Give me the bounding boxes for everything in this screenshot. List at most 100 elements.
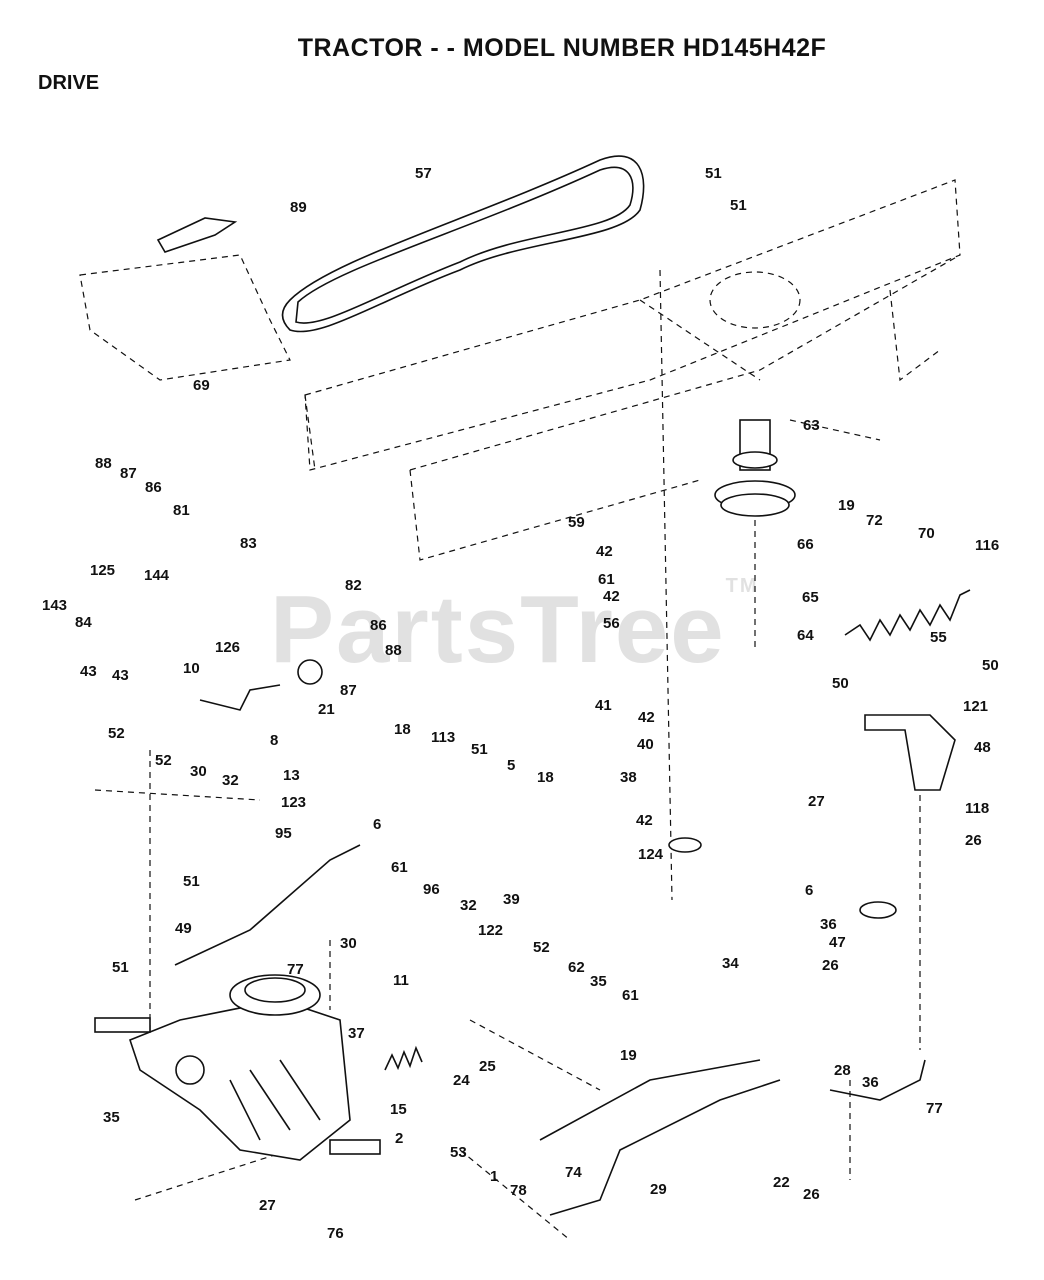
callout-25: 25 [479, 1058, 496, 1075]
callout-122: 122 [478, 922, 503, 939]
callout-24: 24 [453, 1072, 470, 1089]
callout-42: 42 [603, 588, 620, 605]
callout-88: 88 [385, 642, 402, 659]
callout-121: 121 [963, 698, 988, 715]
lever-knob-21 [297, 659, 323, 685]
callout-116: 116 [975, 537, 999, 554]
callout-37: 37 [348, 1025, 365, 1042]
callout-51: 51 [471, 741, 488, 758]
engine-pulley [714, 419, 796, 517]
callout-35: 35 [590, 973, 607, 990]
callout-51: 51 [705, 165, 722, 182]
callout-8: 8 [270, 732, 278, 749]
callout-32: 32 [222, 772, 239, 789]
callout-47: 47 [829, 934, 846, 951]
callout-83: 83 [240, 535, 257, 552]
callout-43: 43 [112, 667, 129, 684]
callout-52: 52 [155, 752, 172, 769]
callout-15: 15 [390, 1101, 407, 1118]
callout-18: 18 [537, 769, 554, 786]
callout-26: 26 [965, 832, 982, 849]
callout-10: 10 [183, 660, 200, 677]
callout-86: 86 [370, 617, 387, 634]
lift-lever-8 [199, 684, 281, 711]
callout-124: 124 [638, 846, 664, 863]
callout-1: 1 [490, 1168, 498, 1185]
callout-19: 19 [620, 1047, 637, 1064]
brake-rod-95 [174, 844, 361, 966]
rod-22 [549, 1079, 781, 1216]
watermark-tm: TM [725, 575, 759, 597]
callout-41: 41 [595, 697, 612, 714]
callout-63: 63 [803, 417, 820, 434]
callout-27: 27 [259, 1197, 276, 1214]
frame-rails [79, 179, 961, 1241]
callout-87: 87 [120, 465, 137, 482]
callout-21: 21 [318, 701, 335, 718]
spring-25 [384, 1045, 423, 1071]
callout-88: 88 [95, 455, 112, 472]
callout-26: 26 [822, 957, 839, 974]
watermark-text: PartsTree [270, 576, 726, 683]
callout-56: 56 [603, 615, 620, 632]
callout-89: 89 [290, 199, 307, 216]
callout-51: 51 [112, 959, 129, 976]
callout-144: 144 [144, 567, 170, 584]
rod-53 [829, 1059, 926, 1101]
callout-62: 62 [568, 959, 585, 976]
callout-50: 50 [982, 657, 999, 674]
callout-57: 57 [415, 165, 432, 182]
callout-18: 18 [394, 721, 411, 738]
callout-52: 52 [108, 725, 125, 742]
callout-81: 81 [173, 502, 190, 519]
section-label: DRIVE [38, 72, 100, 94]
callout-13: 13 [283, 767, 300, 784]
callout-82: 82 [345, 577, 362, 594]
callout-38: 38 [620, 769, 637, 786]
callout-26: 26 [803, 1186, 820, 1203]
callout-30: 30 [190, 763, 207, 780]
callout-2: 2 [395, 1130, 403, 1147]
callout-30: 30 [340, 935, 357, 952]
callout-36: 36 [820, 916, 837, 933]
callout-96: 96 [423, 881, 440, 898]
page-title: TRACTOR - - MODEL NUMBER HD145H42F [297, 34, 827, 62]
callout-53: 53 [450, 1144, 467, 1161]
callout-61: 61 [598, 571, 615, 588]
callout-61: 61 [391, 859, 408, 876]
callout-55: 55 [930, 629, 947, 646]
callout-74: 74 [565, 1164, 582, 1181]
callout-43: 43 [80, 663, 97, 680]
callout-6: 6 [373, 816, 381, 833]
callout-50: 50 [832, 675, 849, 692]
callout-118: 118 [965, 800, 989, 817]
callout-11: 11 [393, 972, 409, 989]
transaxle [94, 974, 381, 1161]
callout-39: 39 [503, 891, 520, 908]
callout-69: 69 [193, 377, 210, 394]
callout-34: 34 [722, 955, 739, 972]
shield-plate [156, 217, 238, 253]
callout-32: 32 [460, 897, 477, 914]
callout-59: 59 [568, 514, 585, 531]
callout-126: 126 [215, 639, 240, 656]
callout-125: 125 [90, 562, 115, 579]
rod-28 [539, 1059, 761, 1141]
callout-52: 52 [533, 939, 550, 956]
callout-48: 48 [974, 739, 991, 756]
callout-29: 29 [650, 1181, 667, 1198]
idler-bracket-48 [864, 714, 956, 791]
callout-95: 95 [275, 825, 292, 842]
callout-70: 70 [918, 525, 935, 542]
callout-40: 40 [637, 736, 654, 753]
spring-55 [844, 589, 971, 642]
callout-61: 61 [622, 987, 639, 1004]
callout-42: 42 [636, 812, 653, 829]
callout-77: 77 [926, 1100, 943, 1117]
callout-51: 51 [730, 197, 747, 214]
callout-51: 51 [183, 873, 200, 890]
callout-86: 86 [145, 479, 162, 496]
callout-19: 19 [838, 497, 855, 514]
callout-87: 87 [340, 682, 357, 699]
